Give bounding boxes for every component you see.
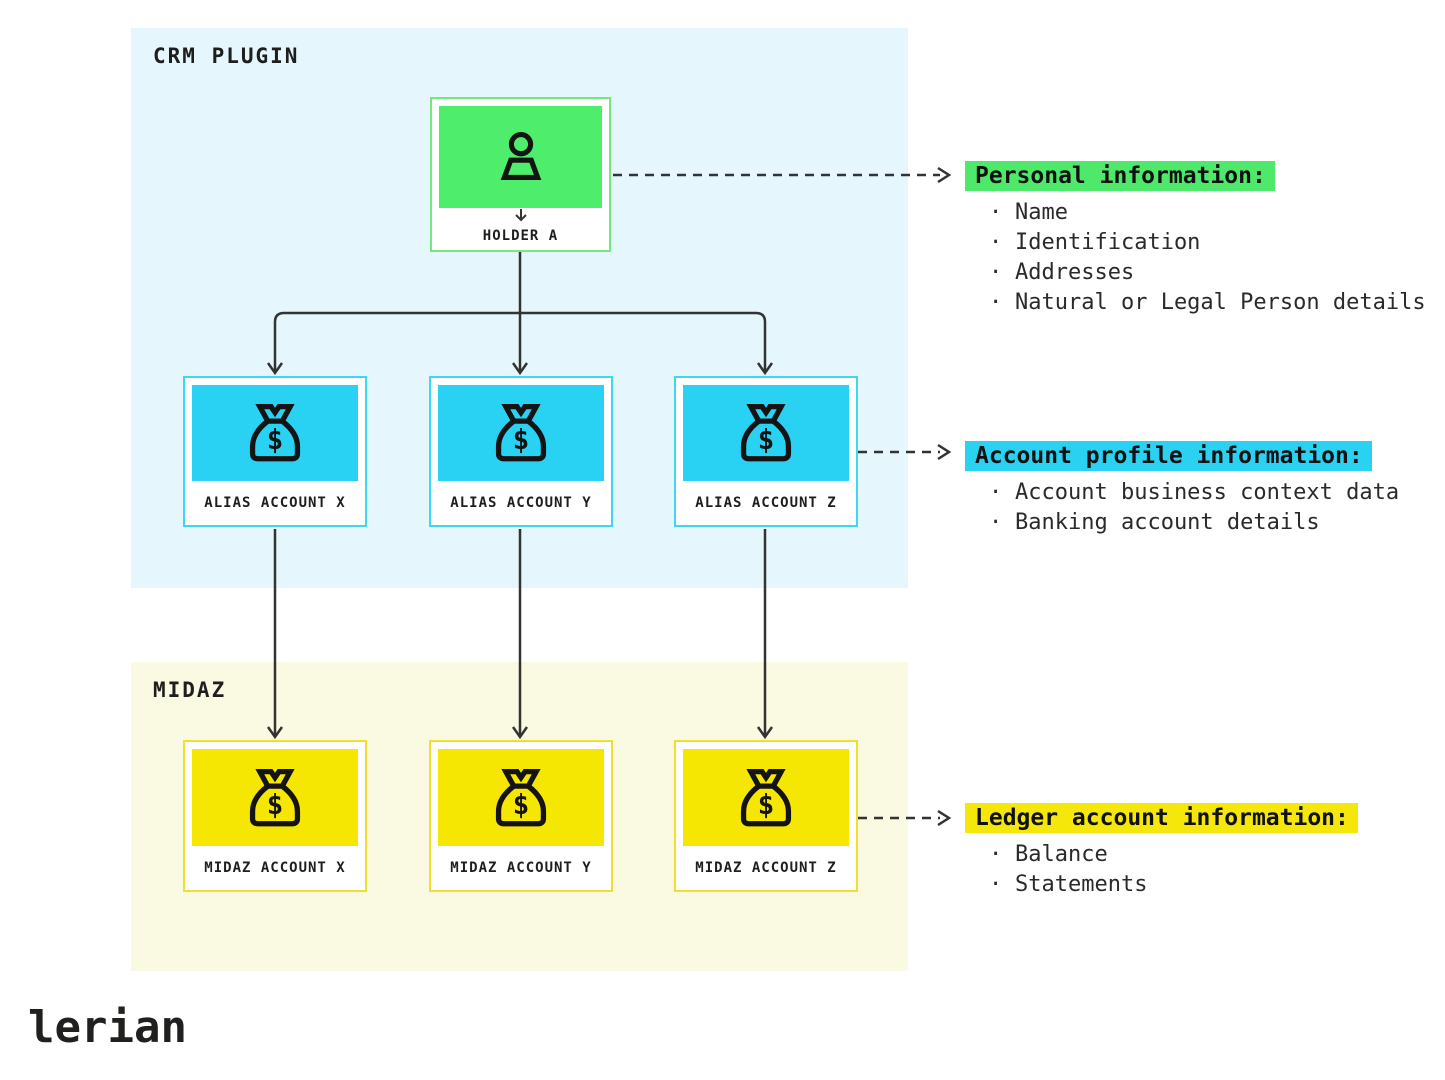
annotation-item-text: Identification [1015, 230, 1201, 255]
annotation-item-text: Statements [1015, 872, 1148, 897]
lerian-logo: lerian [28, 1002, 187, 1053]
node-alias-account-z: ALIAS ACCOUNT Z [674, 376, 858, 527]
annotation-item: · Statements [989, 870, 1358, 900]
bullet-icon: · [989, 230, 1003, 255]
annotation-item: · Banking account details [989, 508, 1399, 538]
person-icon [500, 132, 541, 181]
annotation-item-text: Account business context data [1015, 480, 1400, 505]
down-arrow-icon [439, 209, 602, 222]
alias-icon-panel [683, 385, 849, 481]
annotation-items: · Balance · Statements [989, 840, 1358, 900]
alias-icon-panel [438, 385, 604, 481]
annotation-item-text: Name [1015, 200, 1068, 225]
annotation-item: · Natural or Legal Person details [989, 288, 1426, 318]
annotation-items: · Account business context data · Banking … [989, 478, 1399, 538]
bullet-icon: · [989, 290, 1003, 315]
annotation-account-profile-information: Account profile information: · Account bu… [965, 441, 1399, 538]
money-bag-icon [488, 400, 554, 466]
annotation-ledger-account-information: Ledger account information: · Balance · St… [965, 803, 1358, 900]
money-bag-icon [733, 765, 799, 831]
node-label: HOLDER A [482, 228, 559, 244]
node-label: ALIAS ACCOUNT Y [450, 495, 592, 511]
bullet-icon: · [989, 872, 1003, 897]
money-bag-icon [242, 765, 308, 831]
bullet-icon: · [989, 260, 1003, 285]
annotation-title: Personal information: [965, 161, 1275, 191]
annotation-item-text: Banking account details [1015, 510, 1320, 535]
bullet-icon: · [989, 480, 1003, 505]
node-label: ALIAS ACCOUNT X [204, 495, 346, 511]
money-bag-icon [242, 400, 308, 466]
annotation-item: · Account business context data [989, 478, 1399, 508]
midaz-icon-panel [438, 749, 604, 846]
alias-icon-panel [192, 385, 358, 481]
node-label: MIDAZ ACCOUNT Y [450, 860, 592, 876]
bullet-icon: · [989, 842, 1003, 867]
node-label: MIDAZ ACCOUNT X [204, 860, 346, 876]
node-alias-account-y: ALIAS ACCOUNT Y [429, 376, 613, 527]
midaz-icon-panel [192, 749, 358, 846]
arrowhead-right-icon [937, 166, 952, 184]
arrowhead-right-icon [937, 809, 952, 827]
annotation-item: · Balance [989, 840, 1358, 870]
annotation-item: · Addresses [989, 258, 1426, 288]
node-midaz-account-y: MIDAZ ACCOUNT Y [429, 740, 613, 892]
money-bag-icon [733, 400, 799, 466]
crm-plugin-region-label: CRM PLUGIN [153, 44, 300, 68]
money-bag-icon [488, 765, 554, 831]
annotation-title: Account profile information: [965, 441, 1372, 471]
annotation-title: Ledger account information: [965, 803, 1358, 833]
annotation-item-text: Natural or Legal Person details [1015, 290, 1426, 315]
node-midaz-account-z: MIDAZ ACCOUNT Z [674, 740, 858, 892]
annotation-personal-information: Personal information: · Name · Identificat… [965, 161, 1426, 318]
node-alias-account-x: ALIAS ACCOUNT X [183, 376, 367, 527]
annotation-item-text: Balance [1015, 842, 1108, 867]
bullet-icon: · [989, 510, 1003, 535]
node-holder-a: HOLDER A [430, 97, 611, 252]
midaz-icon-panel [683, 749, 849, 846]
annotation-item: · Name [989, 198, 1426, 228]
bullet-icon: · [989, 200, 1003, 225]
annotation-item: · Identification [989, 228, 1426, 258]
node-label: ALIAS ACCOUNT Z [695, 495, 837, 511]
annotation-item-text: Addresses [1015, 260, 1135, 285]
arrowhead-right-icon [937, 443, 952, 461]
annotation-items: · Name · Identification · Addresses · Natura… [989, 198, 1426, 318]
node-label: MIDAZ ACCOUNT Z [695, 860, 837, 876]
node-midaz-account-x: MIDAZ ACCOUNT X [183, 740, 367, 892]
holder-icon-panel [439, 106, 602, 208]
midaz-region-label: MIDAZ [153, 678, 227, 702]
